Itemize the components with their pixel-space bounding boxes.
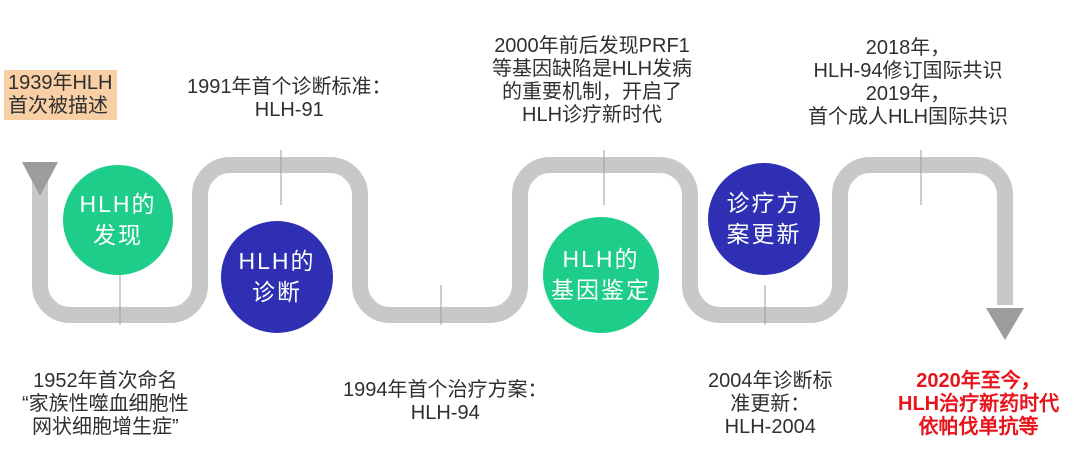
milestone-1952: 1952年首次命名 “家族性噬血细胞性 网状细胞增生症” — [22, 370, 189, 439]
milestone-2020-line: 2020年至今， — [916, 370, 1041, 392]
milestone-2000-line: 等基因缺陷是HLH发病 — [492, 58, 693, 80]
milestone-2004: 2004年诊断标 准更新： HLH-2004 — [708, 370, 833, 439]
milestone-1994-line: HLH-94 — [410, 402, 480, 424]
milestone-2018-line: 2019年， — [865, 83, 951, 105]
phase-update-circle: 诊疗方 案更新 — [708, 163, 820, 275]
phase-diagnosis-line: 诊断 — [252, 279, 302, 305]
milestone-2018-line: 首个成人HLH国际共识 — [808, 106, 1009, 128]
milestone-1939-line: 首次被描述 — [8, 95, 108, 117]
milestone-2000-line: 的重要机制，开启了 — [502, 81, 682, 103]
milestone-2020-line: 依帕伐单抗等 — [918, 416, 1039, 438]
milestone-1939-line: 1939年HLH — [8, 72, 113, 94]
phase-diagnosis-line: HLH的 — [238, 248, 316, 274]
milestone-2020: 2020年至今， HLH治疗新药时代 依帕伐单抗等 — [898, 370, 1059, 439]
phase-discovery-line: HLH的 — [79, 191, 157, 217]
milestone-2000-line: HLH诊疗新时代 — [522, 104, 663, 126]
end-arrow-icon — [986, 308, 1024, 340]
milestone-1991-line: 1991年首个诊断标准： — [187, 76, 392, 98]
milestone-1939: 1939年HLH 首次被描述 — [4, 70, 117, 120]
milestone-1991: 1991年首个诊断标准： HLH-91 — [187, 76, 392, 122]
milestone-2000-line: 2000年前后发现PRF1 — [494, 35, 690, 57]
milestone-2018-line: 2018年， — [865, 37, 951, 59]
milestone-1994-line: 1994年首个治疗方案： — [343, 379, 548, 401]
phase-genetic-line: 基因鉴定 — [551, 277, 651, 303]
phase-genetic-line: HLH的 — [562, 246, 640, 272]
milestone-1994: 1994年首个治疗方案： HLH-94 — [343, 379, 548, 425]
milestone-1952-line: 1952年首次命名 — [33, 370, 178, 392]
phase-discovery-line: 发现 — [93, 222, 143, 248]
milestone-1952-line: “家族性噬血细胞性 — [22, 393, 189, 415]
milestone-2018-2019: 2018年， HLH-94修订国际共识 2019年， 首个成人HLH国际共识 — [808, 37, 1008, 129]
phase-update-line: 案更新 — [726, 221, 802, 247]
milestone-2004-line: HLH-2004 — [724, 416, 816, 438]
milestone-2004-line: 准更新： — [730, 393, 811, 415]
milestone-2004-line: 2004年诊断标 — [708, 370, 833, 392]
milestone-2020-line: HLH治疗新药时代 — [898, 393, 1060, 415]
milestone-1952-line: 网状细胞增生症” — [32, 416, 179, 438]
milestone-2000: 2000年前后发现PRF1 等基因缺陷是HLH发病 的重要机制，开启了 HLH诊… — [492, 35, 692, 127]
serpentine-track — [32, 157, 1013, 323]
phase-diagnosis-circle: HLH的 诊断 — [221, 221, 333, 333]
phase-update-line: 诊疗方 — [726, 190, 802, 216]
milestone-2018-line: HLH-94修订国际共识 — [813, 60, 1003, 82]
start-arrow-icon — [22, 162, 58, 196]
phase-genetic-circle: HLH的 基因鉴定 — [543, 217, 659, 333]
milestone-1991-line: HLH-91 — [254, 99, 324, 121]
phase-discovery-circle: HLH的 发现 — [63, 165, 173, 275]
